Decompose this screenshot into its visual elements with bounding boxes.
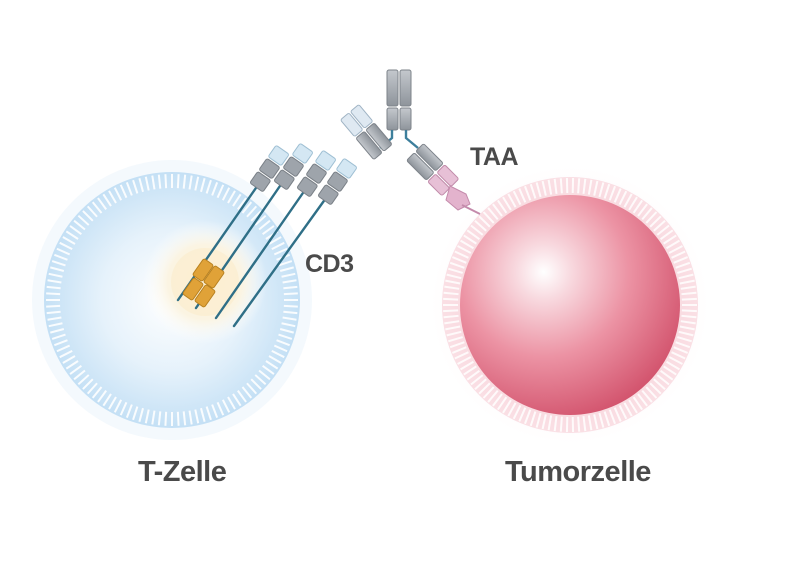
tumor-cell-membrane [443,178,697,432]
tumor-cell-label: Tumorzelle [505,456,651,488]
t-cell-membrane [46,174,298,426]
t-cell-label: T-Zelle [138,456,227,488]
cd3-receptor-complex-icon [176,143,357,328]
taa-label: TAA [470,143,519,171]
tumor-cell-icon [428,163,712,447]
taa-antigen-icon [445,185,481,215]
cd3-label: CD3 [305,250,354,278]
bispecific-antibody-icon [340,69,459,196]
